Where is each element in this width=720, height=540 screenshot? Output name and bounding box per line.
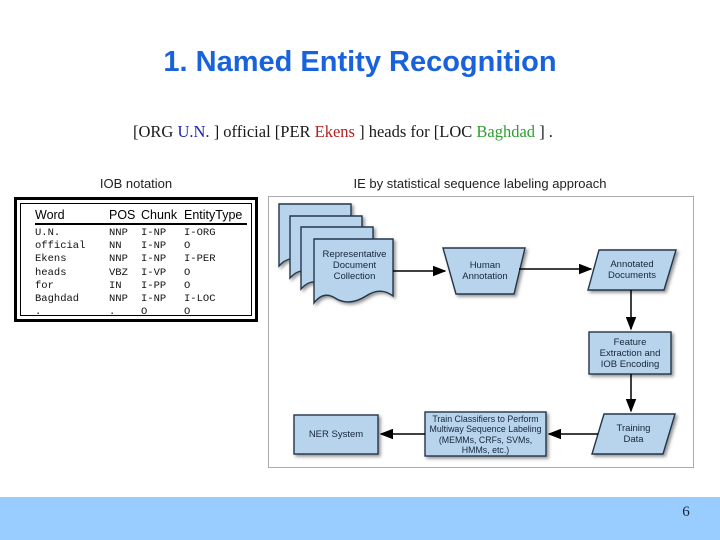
entity-per: Ekens bbox=[314, 122, 355, 141]
node-annotated-documents: Annotated Documents bbox=[607, 259, 657, 281]
col-header-pos: POS bbox=[109, 208, 136, 222]
sentence-part: ] . bbox=[535, 122, 553, 141]
sentence-part: ] official [PER bbox=[209, 122, 315, 141]
human-annotation-shape bbox=[442, 247, 526, 295]
training-data-shape bbox=[591, 413, 676, 455]
node-ner-system: NER System bbox=[308, 429, 364, 440]
col-header-word: Word bbox=[35, 208, 65, 222]
annotated-documents-shape bbox=[587, 249, 677, 291]
entity-org: U.N. bbox=[177, 122, 210, 141]
col-header-entitytype: EntityType bbox=[184, 208, 243, 222]
ie-pipeline-diagram: Representative Document Collection Human… bbox=[268, 196, 694, 468]
flowchart-shapes bbox=[278, 203, 677, 457]
slide-title: 1. Named Entity Recognition bbox=[163, 46, 557, 78]
node-training-data: Training Data bbox=[616, 423, 651, 445]
node-human-annotation: Human Annotation bbox=[462, 260, 508, 282]
sentence-part: ] heads for [LOC bbox=[354, 122, 477, 141]
ie-approach-label: IE by statistical sequence labeling appr… bbox=[353, 176, 607, 191]
page-number: 6 bbox=[682, 504, 690, 520]
footer-bar bbox=[0, 497, 720, 540]
col-header-chunk: Chunk bbox=[141, 208, 178, 222]
example-sentence: [ORG U.N. ] official [PER Ekens ] heads … bbox=[133, 122, 693, 142]
ner-system-shape bbox=[293, 414, 379, 455]
node-train-classifiers: Train Classifiers to Perform Multiway Se… bbox=[429, 414, 542, 455]
iob-notation-label: IOB notation bbox=[99, 176, 173, 191]
feature-extraction-shape bbox=[588, 331, 672, 375]
iob-table-header: Word POS Chunk EntityType bbox=[35, 208, 247, 225]
document-page-icon bbox=[313, 238, 394, 306]
node-document-collection: Representative Document Collection bbox=[322, 249, 387, 282]
sentence-part: [ORG bbox=[133, 122, 178, 141]
entity-loc: Baghdad bbox=[476, 122, 536, 141]
node-feature-extraction: Feature Extraction and IOB Encoding bbox=[599, 337, 661, 370]
